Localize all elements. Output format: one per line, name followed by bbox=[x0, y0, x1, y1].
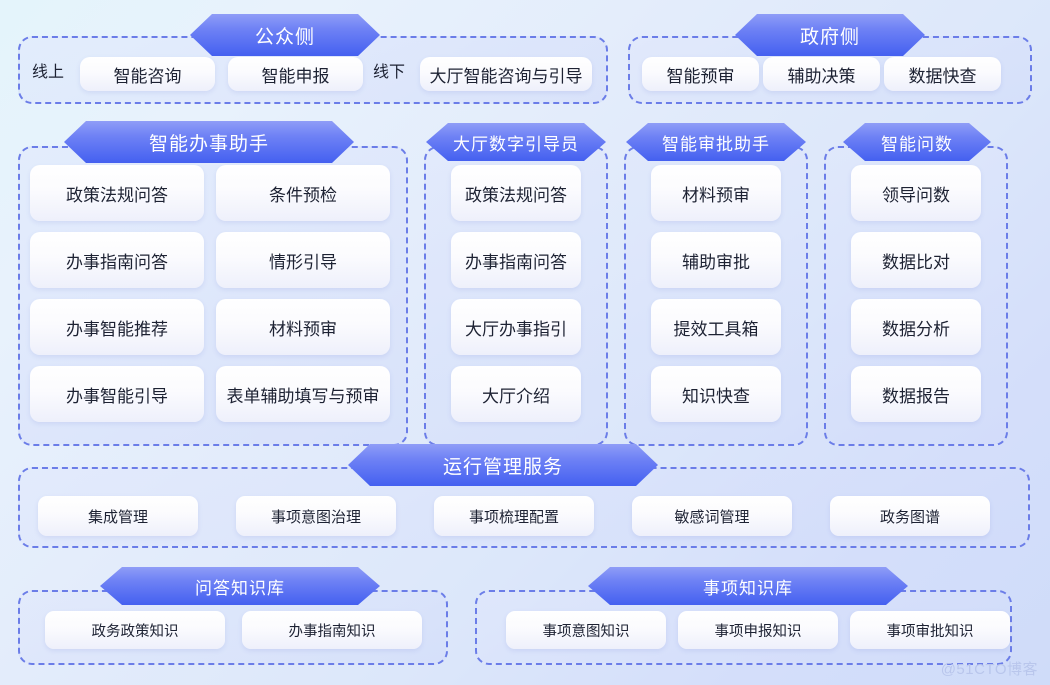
card-operations-2[interactable]: 事项梳理配置 bbox=[434, 496, 594, 536]
card-p2-item-2[interactable]: 提效工具箱 bbox=[651, 299, 781, 355]
card-p2-item-1[interactable]: 辅助审批 bbox=[651, 232, 781, 288]
banner-public-side: 公众侧 bbox=[190, 14, 380, 56]
banner-smart-data-query: 智能问数 bbox=[843, 123, 991, 161]
banner-operations-management: 运行管理服务 bbox=[348, 444, 658, 486]
card-p3-item-3[interactable]: 数据报告 bbox=[851, 366, 981, 422]
card-p0-item-6[interactable]: 办事智能引导 bbox=[30, 366, 204, 422]
label-offline: 线下 bbox=[373, 64, 406, 81]
card-p1-item-0[interactable]: 政策法规问答 bbox=[451, 165, 581, 221]
card-government-0[interactable]: 智能预审 bbox=[642, 57, 759, 91]
banner-qa-knowledge-base: 问答知识库 bbox=[100, 567, 380, 605]
card-government-2[interactable]: 数据快查 bbox=[884, 57, 1001, 91]
watermark: @51CTO博客 bbox=[940, 661, 1038, 678]
card-government-1[interactable]: 辅助决策 bbox=[763, 57, 880, 91]
card-public-online-1[interactable]: 智能申报 bbox=[228, 57, 363, 91]
card-p1-item-3[interactable]: 大厅介绍 bbox=[451, 366, 581, 422]
banner-smart-approval-assistant: 智能审批助手 bbox=[626, 123, 806, 161]
card-operations-0[interactable]: 集成管理 bbox=[38, 496, 198, 536]
card-p3-item-1[interactable]: 数据比对 bbox=[851, 232, 981, 288]
card-p3-item-0[interactable]: 领导问数 bbox=[851, 165, 981, 221]
card-p1-item-1[interactable]: 办事指南问答 bbox=[451, 232, 581, 288]
card-operations-4[interactable]: 政务图谱 bbox=[830, 496, 990, 536]
card-p0-item-4[interactable]: 办事智能推荐 bbox=[30, 299, 204, 355]
card-public-online-0[interactable]: 智能咨询 bbox=[80, 57, 215, 91]
card-p0-item-3[interactable]: 情形引导 bbox=[216, 232, 390, 288]
card-p0-item-5[interactable]: 材料预审 bbox=[216, 299, 390, 355]
card-p2-item-0[interactable]: 材料预审 bbox=[651, 165, 781, 221]
label-online: 线上 bbox=[32, 64, 65, 81]
card-p0-item-7[interactable]: 表单辅助填写与预审 bbox=[216, 366, 390, 422]
card-qa-knowledge-1[interactable]: 办事指南知识 bbox=[242, 611, 422, 649]
card-qa-knowledge-0[interactable]: 政务政策知识 bbox=[45, 611, 225, 649]
card-operations-1[interactable]: 事项意图治理 bbox=[236, 496, 396, 536]
card-operations-3[interactable]: 敏感词管理 bbox=[632, 496, 792, 536]
card-p3-item-2[interactable]: 数据分析 bbox=[851, 299, 981, 355]
card-p0-item-0[interactable]: 政策法规问答 bbox=[30, 165, 204, 221]
banner-hall-digital-guide: 大厅数字引导员 bbox=[426, 123, 606, 161]
banner-matter-knowledge-base: 事项知识库 bbox=[588, 567, 908, 605]
banner-government-side: 政府侧 bbox=[735, 14, 925, 56]
card-public-offline-0[interactable]: 大厅智能咨询与引导 bbox=[420, 57, 592, 91]
card-p0-item-2[interactable]: 办事指南问答 bbox=[30, 232, 204, 288]
card-matter-knowledge-2[interactable]: 事项审批知识 bbox=[850, 611, 1010, 649]
card-matter-knowledge-1[interactable]: 事项申报知识 bbox=[678, 611, 838, 649]
card-matter-knowledge-0[interactable]: 事项意图知识 bbox=[506, 611, 666, 649]
card-p1-item-2[interactable]: 大厅办事指引 bbox=[451, 299, 581, 355]
banner-smart-service-assistant: 智能办事助手 bbox=[64, 121, 354, 163]
card-p2-item-3[interactable]: 知识快查 bbox=[651, 366, 781, 422]
card-p0-item-1[interactable]: 条件预检 bbox=[216, 165, 390, 221]
